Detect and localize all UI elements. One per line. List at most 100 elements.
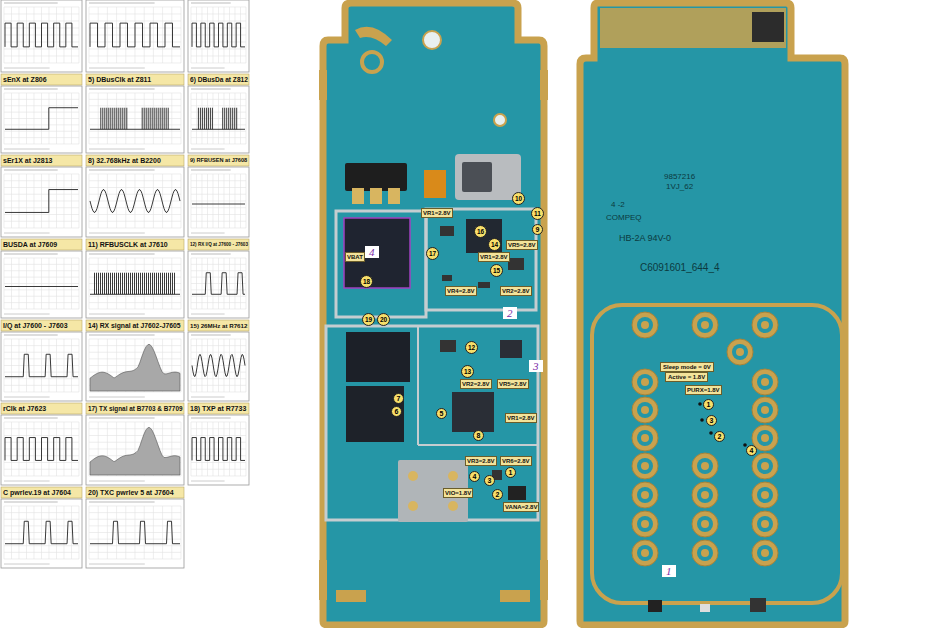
scope-grid <box>4 270 79 271</box>
scope-grid <box>89 512 181 513</box>
scope-grid <box>89 442 181 443</box>
scope-footer <box>89 564 145 565</box>
signal-caption: sEnX at Z806 <box>3 74 47 85</box>
component <box>508 258 524 270</box>
key-pad-center <box>641 462 649 470</box>
scope-grid <box>89 144 181 145</box>
scope-footer <box>4 68 50 69</box>
waveform-trace <box>192 438 245 461</box>
scope-footer <box>4 397 50 398</box>
callout-number: 8 <box>473 430 484 441</box>
waveform-trace <box>90 345 180 392</box>
scope-grid <box>89 545 181 546</box>
scope-grid <box>4 552 79 553</box>
scope-grid <box>89 539 181 540</box>
scope-grid <box>4 539 79 540</box>
scope-grid <box>191 302 246 303</box>
gold-area <box>600 8 786 48</box>
signal-caption: 12) RX I/Q at J7600 - J7603 <box>190 239 248 250</box>
scope-grid <box>89 131 181 132</box>
scope-grid <box>4 352 79 353</box>
callout-number: 7 <box>393 393 404 404</box>
voltage-label: VR1=2.8V <box>478 252 510 262</box>
scope-grid <box>4 187 79 188</box>
key-pad-gap <box>697 487 713 503</box>
scope-grid <box>89 228 181 229</box>
voltage-label: VR4=2.8V <box>445 286 477 296</box>
caption-bar <box>86 239 184 250</box>
scope-header <box>4 254 58 255</box>
scope-header <box>191 254 231 255</box>
signal-caption: 14) RX signal at J7602-J7605 <box>88 320 181 331</box>
key-pad-center <box>736 348 744 356</box>
voltage-label: VR6=2.8V <box>500 456 532 466</box>
test-point <box>700 418 704 422</box>
scope-footer <box>4 314 50 315</box>
scope-frame <box>1 0 82 72</box>
memory-chip <box>346 332 410 382</box>
key-pad <box>692 312 718 338</box>
scope-grid <box>191 462 246 463</box>
scope-grid <box>4 7 79 8</box>
scope-footer <box>191 233 225 234</box>
scope-grid <box>191 56 246 57</box>
waveform-trace <box>90 190 180 213</box>
shield-frame <box>336 211 426 317</box>
scope-grid <box>4 392 79 393</box>
scope-header <box>191 89 231 90</box>
caption-bar <box>1 74 82 85</box>
key-pad <box>692 511 718 537</box>
scope-grid <box>89 435 181 436</box>
scope-grid <box>89 270 181 271</box>
callout-number: 9 <box>532 224 543 235</box>
scope-grid <box>191 63 246 64</box>
scope-grid <box>89 506 181 507</box>
scope-grid <box>89 309 181 310</box>
scope-frame <box>86 86 184 153</box>
scope-grid <box>4 49 79 50</box>
scope-grid <box>191 99 246 100</box>
scope-header <box>89 89 155 90</box>
caption-bar <box>188 239 249 250</box>
key-pad <box>752 369 778 395</box>
scope-grid <box>89 7 181 8</box>
waveform-trace <box>90 108 180 130</box>
scope-grid <box>4 180 79 181</box>
edge-pad <box>540 560 548 600</box>
scope-grid <box>4 221 79 222</box>
scope-grid <box>89 105 181 106</box>
scope-grid <box>4 435 79 436</box>
scope-frame <box>86 167 184 237</box>
scope-grid <box>89 14 181 15</box>
key-pad-center <box>701 491 709 499</box>
scope-frame <box>188 167 249 237</box>
scope-grid <box>191 372 246 373</box>
battery-pad <box>370 188 382 204</box>
scope-grid <box>89 214 181 215</box>
caption-bar <box>86 403 184 414</box>
scope-grid <box>4 476 79 477</box>
key-pad-center <box>761 378 769 386</box>
scope-grid <box>4 545 79 546</box>
scope-grid <box>191 214 246 215</box>
waveform-trace <box>90 428 180 475</box>
waveform-trace <box>5 190 78 213</box>
key-pad <box>752 397 778 423</box>
caption-bar <box>86 155 184 166</box>
sim-pad <box>448 501 458 511</box>
voltage-label: VR3=2.8V <box>465 456 497 466</box>
scope-grid <box>191 469 246 470</box>
signal-caption: 20) TXC pwrlev 5 at J7604 <box>88 487 174 498</box>
scope-frame <box>188 0 249 72</box>
key-pad-center <box>641 378 649 386</box>
callout-number: 12 <box>465 341 478 354</box>
scope-header <box>191 418 231 419</box>
scope-grid <box>4 56 79 57</box>
key-pad-gap <box>757 317 773 333</box>
signal-caption: 15) 26MHz at R7612 <box>190 320 247 331</box>
key-pad-center <box>641 406 649 414</box>
voltage-label: VR2=2.8V <box>500 286 532 296</box>
callout-number: 15 <box>490 264 503 277</box>
caption-bar <box>1 487 82 498</box>
component <box>750 598 766 612</box>
